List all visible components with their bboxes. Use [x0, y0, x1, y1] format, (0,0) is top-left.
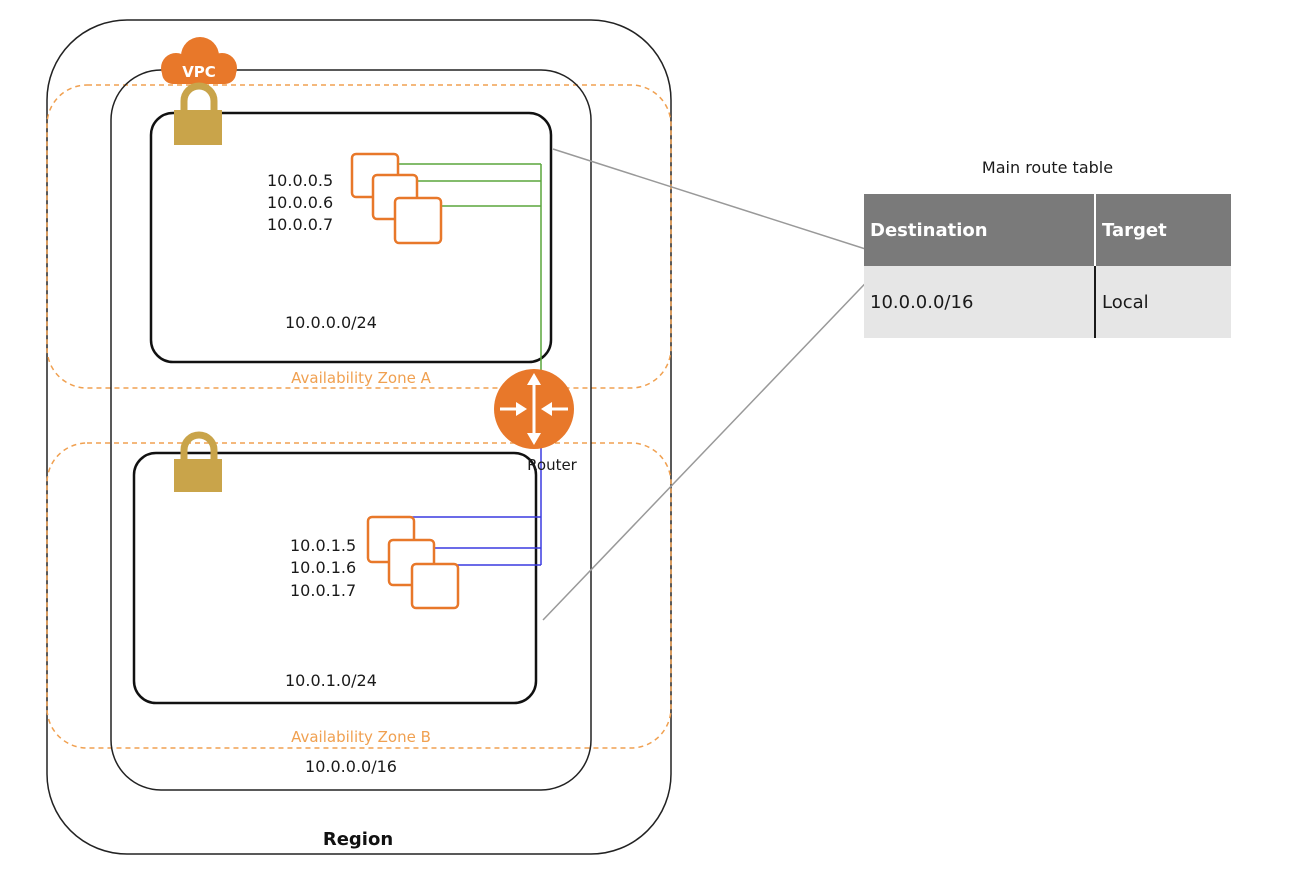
router-label: Router: [527, 456, 578, 474]
column-header-target: Target: [1095, 194, 1231, 266]
region-boundary: [46, 19, 672, 855]
availability-zone-b-label: Availability Zone B: [291, 728, 431, 746]
route-table-connector: [552, 148, 879, 254]
route-table-title: Main route table: [981, 158, 1114, 177]
vpc-cidr: 10.0.0.0/16: [305, 757, 397, 776]
availability-zone-a-label: Availability Zone A: [291, 369, 431, 387]
az-b-label-mask: [272, 726, 450, 746]
column-header-destination: Destination: [864, 194, 1096, 266]
az-a-label-mask: [272, 367, 450, 387]
vpc-boundary: [110, 69, 592, 791]
subnet-a-cidr: 10.0.0.0/24: [285, 313, 377, 332]
subnet-a-box: [149, 111, 553, 364]
router-icon: [494, 369, 574, 449]
zone-b-links: [407, 440, 542, 566]
table-header-row: Destination Target: [864, 194, 1231, 266]
vpc-cloud-icon: VPC: [161, 37, 237, 84]
route-table-connector: [542, 267, 881, 621]
zone-a-links: [398, 163, 542, 380]
route-target-cell: Local: [1095, 266, 1231, 338]
instance-ip: 10.0.0.6: [267, 193, 333, 212]
instance-ip: 10.0.1.7: [290, 581, 356, 600]
subnet-b-cidr: 10.0.1.0/24: [285, 671, 377, 690]
instance-ip: 10.0.0.7: [267, 215, 333, 234]
availability-zone-b-boundary: [46, 442, 672, 749]
subnet-a-lock-icon: [174, 82, 222, 145]
vpc-badge-label: VPC: [182, 63, 216, 81]
instance-ip: 10.0.1.5: [290, 536, 356, 555]
instance-icon: [393, 196, 443, 245]
instance-icon: [410, 562, 460, 610]
subnet-b-box: [132, 451, 538, 705]
main-route-table: Destination Target 10.0.0.0/16 Local: [864, 194, 1231, 338]
route-destination-cell: 10.0.0.0/16: [864, 266, 1096, 338]
region-label: Region: [323, 829, 393, 850]
subnet-b-lock-icon: [174, 431, 222, 492]
instance-ip: 10.0.0.5: [267, 171, 333, 190]
instance-ip: 10.0.1.6: [290, 558, 356, 577]
table-row: 10.0.0.0/16 Local: [864, 266, 1231, 338]
availability-zone-a-boundary: [46, 84, 672, 389]
zone-b-instances: [366, 515, 460, 610]
zone-a-instances: [350, 152, 443, 245]
